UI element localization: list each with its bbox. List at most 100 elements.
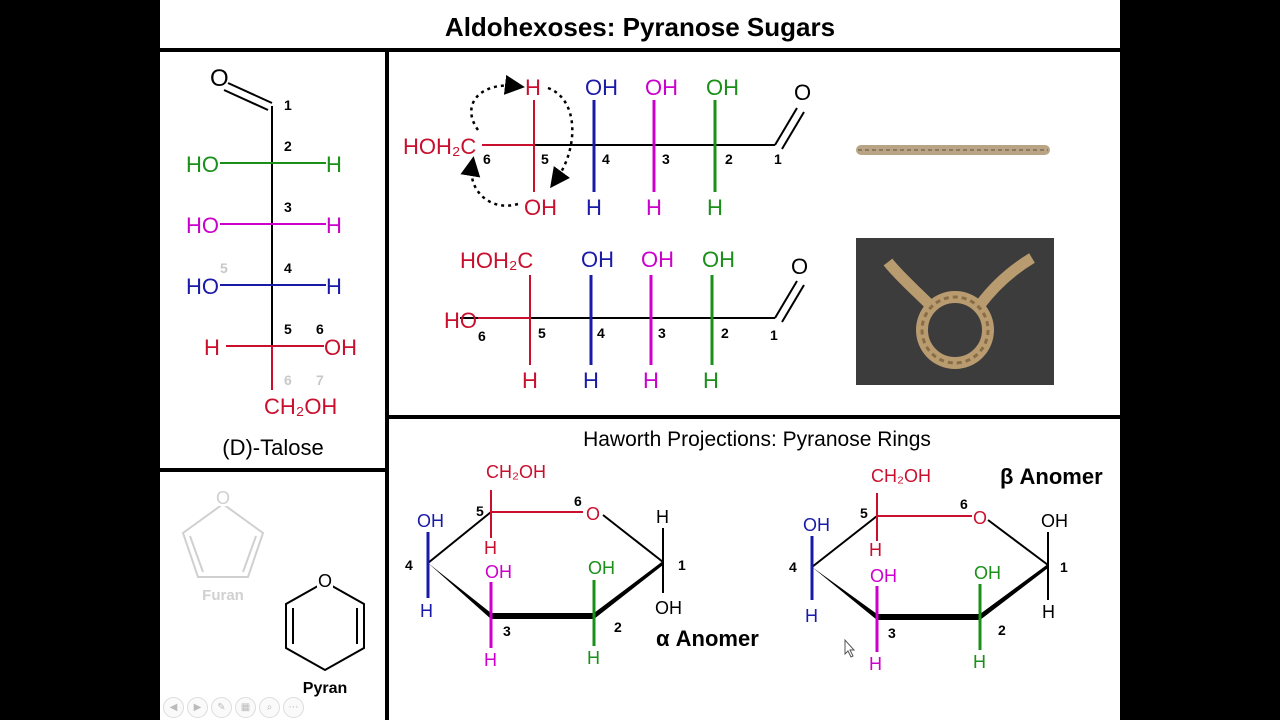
fischer-c4-number: 4 <box>284 260 292 276</box>
top-c5-up: H <box>525 75 541 100</box>
beta-c5: 5 <box>860 505 868 521</box>
bottom-c6: 6 <box>478 328 486 344</box>
pyran-oxygen: O <box>318 571 332 591</box>
top-c3-up: OH <box>645 75 678 100</box>
alpha-c2-up: OH <box>588 558 615 578</box>
slides-grid-icon[interactable]: ▦ <box>235 697 256 718</box>
top-c2-down: H <box>707 195 723 220</box>
prev-slide-icon[interactable]: ◀ <box>163 697 184 718</box>
bottom-c3: 3 <box>658 325 666 341</box>
bottom-c2-up: OH <box>702 247 735 272</box>
open-chain-bottom: HOH₂C HO 6 5 H OH H 4 OH H 3 OH H 2 O 1 <box>444 247 808 393</box>
alpha-c1-down: OH <box>655 598 682 618</box>
fischer-c4-right: H <box>326 274 342 299</box>
top-ch2: HOH₂C <box>403 134 476 159</box>
beta-c3-down: H <box>869 654 882 674</box>
top-c5: 5 <box>541 151 549 167</box>
alpha-c4-up: OH <box>417 511 444 531</box>
alpha-c5-down: H <box>484 538 497 558</box>
bottom-ch2: HOH₂C <box>460 248 533 273</box>
alpha-c4-down: H <box>420 601 433 621</box>
top-c2: 2 <box>725 151 733 167</box>
bottom-c1: 1 <box>770 327 778 343</box>
fischer-c3-left: HO <box>186 213 219 238</box>
top-oxygen: O <box>794 80 811 105</box>
pen-icon[interactable]: ✎ <box>211 697 232 718</box>
rotation-arrow-3-icon <box>460 156 519 207</box>
zoom-icon[interactable]: ⌕ <box>259 697 280 718</box>
alpha-c6: 6 <box>574 493 582 509</box>
bottom-c4-down: H <box>583 368 599 393</box>
beta-c1-down: H <box>1042 602 1055 622</box>
alpha-c2-down: H <box>587 648 600 668</box>
alpha-c3: 3 <box>503 623 511 639</box>
top-c3: 3 <box>662 151 670 167</box>
beta-ring-oxygen: O <box>973 508 987 528</box>
alpha-anomer-label: α Anomer <box>656 626 759 651</box>
furan-label: Furan <box>202 587 244 604</box>
fischer-c2-right: H <box>326 152 342 177</box>
top-c3-down: H <box>646 195 662 220</box>
fischer-c4-left: HO <box>186 274 219 299</box>
alpha-c2: 2 <box>614 619 622 635</box>
bottom-c5: 5 <box>538 325 546 341</box>
top-c2-up: OH <box>706 75 739 100</box>
top-c4: 4 <box>602 151 610 167</box>
top-c6: 6 <box>483 151 491 167</box>
beta-c4-down: H <box>805 606 818 626</box>
beta-c3: 3 <box>888 625 896 641</box>
bottom-c2: 2 <box>721 325 729 341</box>
furan-ring: O Furan <box>181 488 265 604</box>
beta-anomer-label: β Anomer <box>1000 464 1103 489</box>
fischer-ch2oh: CH₂OH <box>264 394 337 419</box>
pyran-ring: O Pyran <box>285 570 365 697</box>
top-c4-down: H <box>586 195 602 220</box>
beta-c3-up: OH <box>870 566 897 586</box>
bottom-c3-up: OH <box>641 247 674 272</box>
bottom-c4: 4 <box>597 325 605 341</box>
beta-c2-down: H <box>973 652 986 672</box>
haworth-heading: Haworth Projections: Pyranose Rings <box>583 428 931 451</box>
aldehyde-oxygen: O <box>210 65 229 92</box>
fischer-c3-right: H <box>326 213 342 238</box>
fischer-c2-left: HO <box>186 152 219 177</box>
bottom-ho: HO <box>444 308 477 333</box>
beta-c2: 2 <box>998 622 1006 638</box>
open-chain-top: HOH₂C 6 H OH 5 OH H 4 OH H 3 OH H 2 O 1 <box>403 74 811 220</box>
bottom-c5-down: H <box>522 368 538 393</box>
alpha-c1: 1 <box>678 557 686 573</box>
more-options-icon[interactable]: ⋯ <box>283 697 304 718</box>
fischer-c3-number: 3 <box>284 199 292 215</box>
fischer-gray-7: 7 <box>316 372 324 388</box>
alpha-c1-up: H <box>656 507 669 527</box>
bottom-c4-up: OH <box>581 247 614 272</box>
beta-c4: 4 <box>789 559 797 575</box>
alpha-c3-up: OH <box>485 562 512 582</box>
alpha-c4: 4 <box>405 557 413 573</box>
top-c5-down: OH <box>524 195 557 220</box>
alpha-c5: 5 <box>476 503 484 519</box>
beta-c1-up: OH <box>1041 511 1068 531</box>
beta-c2-up: OH <box>974 563 1001 583</box>
beta-c4-up: OH <box>803 515 830 535</box>
slide-title: Aldohexoses: Pyranose Sugars <box>445 12 835 42</box>
next-slide-icon[interactable]: ▶ <box>187 697 208 718</box>
slide-canvas: Aldohexoses: Pyranose Sugars O 1 2 HO H … <box>160 12 1120 720</box>
fischer-c5-right: OH <box>324 335 357 360</box>
pyran-label: Pyran <box>303 680 347 697</box>
beta-ch2oh: CH₂OH <box>871 466 931 486</box>
rope-straight-image <box>856 145 1050 155</box>
rotation-arrow-1-icon <box>470 74 525 131</box>
mouse-cursor-icon <box>844 638 856 658</box>
haworth-alpha: O 6 5 CH₂OH H OH H 4 OH H 3 OH H 2 H OH … <box>405 462 759 670</box>
rotation-arrow-2-icon <box>547 86 574 189</box>
fischer-c5-number: 5 <box>284 321 292 337</box>
slide: Aldohexoses: Pyranose Sugars O 1 2 HO H … <box>160 0 1120 720</box>
beta-c1: 1 <box>1060 559 1068 575</box>
panel-borders <box>160 48 1120 720</box>
beta-c6: 6 <box>960 496 968 512</box>
fischer-oh-6: 6 <box>316 321 324 337</box>
fischer-gray-6: 6 <box>284 372 292 388</box>
furan-oxygen: O <box>216 488 230 508</box>
fischer-name: (D)-Talose <box>222 435 323 460</box>
